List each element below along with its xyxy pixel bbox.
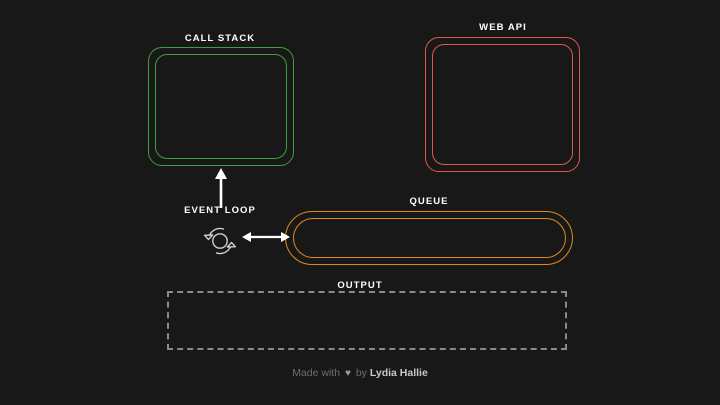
arrow-left-right-icon <box>242 228 290 246</box>
queue-label: QUEUE <box>409 196 449 207</box>
call-stack-label: CALL STACK <box>184 33 256 44</box>
loop-refresh-icon[interactable] <box>198 219 242 263</box>
call-stack-panel-outer <box>148 47 294 166</box>
queue-panel[interactable] <box>293 218 566 258</box>
footer-made-with-text: Made with <box>292 367 341 379</box>
event-loop-label: EVENT LOOP <box>184 205 256 216</box>
footer-credit: Made with ♥ by Lydia Hallie <box>292 367 428 379</box>
call-stack-panel[interactable] <box>155 54 287 159</box>
web-api-panel-outer <box>425 37 580 172</box>
footer-by-text: by <box>355 367 367 379</box>
output-panel[interactable] <box>167 291 567 350</box>
footer-author-name[interactable]: Lydia Hallie <box>369 367 428 379</box>
output-label: OUTPUT <box>337 280 383 291</box>
web-api-panel[interactable] <box>432 44 573 165</box>
web-api-label: WEB API <box>479 22 527 33</box>
arrow-up-icon <box>206 166 236 210</box>
heart-icon: ♥ <box>344 368 351 379</box>
